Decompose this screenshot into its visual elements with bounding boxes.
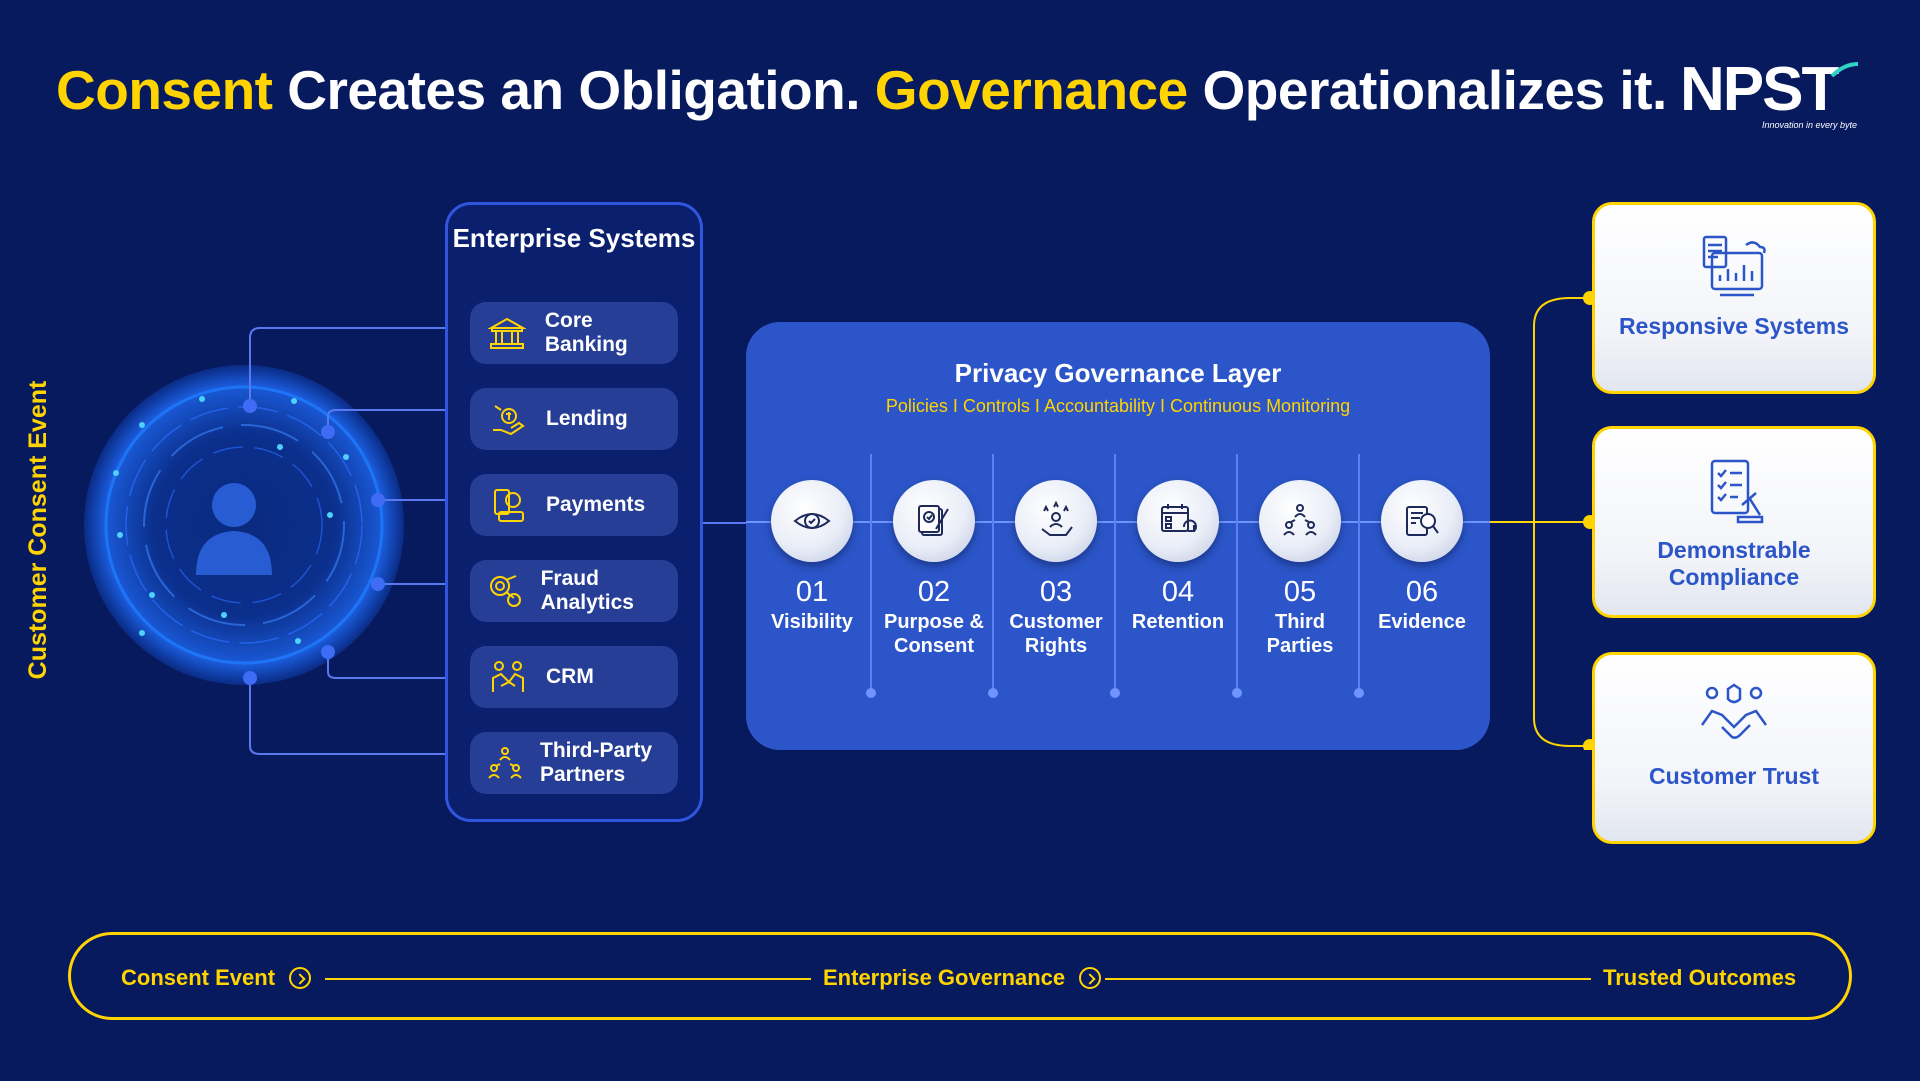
lending-icon bbox=[486, 397, 530, 441]
title-text-1: Creates an Obligation. bbox=[272, 59, 875, 121]
step-number: 01 bbox=[795, 576, 829, 608]
flow-connector bbox=[1105, 978, 1591, 980]
flow-item-enterprise-governance: Enterprise Governance bbox=[823, 965, 1102, 991]
document-sign-icon bbox=[893, 480, 975, 562]
step-divider bbox=[870, 454, 872, 694]
outcome-customer-trust: Customer Trust bbox=[1592, 652, 1876, 844]
step-name: Third Parties bbox=[1266, 611, 1334, 657]
enterprise-item-label: Payments bbox=[546, 493, 646, 516]
step-number: 05 bbox=[1283, 576, 1317, 608]
outcome-label: Responsive Systems bbox=[1618, 313, 1850, 339]
outcome-demonstrable-compliance: Demonstrable Compliance bbox=[1592, 426, 1876, 618]
chevron-right-icon bbox=[1079, 967, 1102, 989]
flow-connector bbox=[325, 978, 811, 980]
step-number: 03 bbox=[1039, 576, 1073, 608]
enterprise-item-label: Third-Party Partners bbox=[540, 739, 653, 786]
privacy-governance-panel: Privacy Governance Layer Policies I Cont… bbox=[746, 322, 1490, 750]
step-name: Purpose & Consent bbox=[883, 611, 985, 657]
enterprise-item-third-party-partners: Third-Party Partners bbox=[470, 732, 678, 794]
payments-icon bbox=[486, 483, 530, 527]
flow-bar: Consent Event Enterprise Governance Trus… bbox=[68, 932, 1852, 1020]
flow-item-consent-event: Consent Event bbox=[121, 965, 312, 991]
page-title: Consent Creates an Obligation. Governanc… bbox=[56, 58, 1667, 122]
logo-tagline: Innovation in every byte bbox=[1762, 120, 1858, 130]
step-number: 02 bbox=[917, 576, 951, 608]
customer-consent-event-label: Customer Consent Event bbox=[24, 380, 52, 680]
partners-icon bbox=[486, 741, 524, 785]
enterprise-item-core-banking: Core Banking bbox=[470, 302, 678, 364]
enterprise-item-label: Lending bbox=[546, 407, 628, 430]
document-search-icon bbox=[1381, 480, 1463, 562]
logo-wordmark: NPST bbox=[1680, 55, 1839, 124]
npst-logo: NPST Innovation in every byte bbox=[1680, 55, 1860, 132]
hand-stars-icon bbox=[1015, 480, 1097, 562]
enterprise-item-label: Core Banking bbox=[544, 309, 628, 356]
enterprise-item-payments: Payments bbox=[470, 474, 678, 536]
person-icon bbox=[196, 483, 272, 575]
governance-subtitle: Policies I Controls I Accountability I C… bbox=[885, 396, 1351, 416]
governance-step-evidence: 06 Evidence bbox=[1362, 480, 1482, 634]
step-number: 04 bbox=[1161, 576, 1195, 608]
enterprise-item-fraud-analytics: Fraud Analytics bbox=[470, 560, 678, 622]
step-name: Visibility bbox=[771, 611, 853, 633]
enterprise-item-crm: CRM bbox=[470, 646, 678, 708]
enterprise-item-lending: Lending bbox=[470, 388, 678, 450]
step-divider bbox=[1358, 454, 1360, 694]
checklist-gavel-icon bbox=[1694, 451, 1774, 531]
title-highlight-governance: Governance bbox=[874, 59, 1188, 121]
enterprise-to-governance-connector bbox=[703, 522, 746, 524]
governance-title: Privacy Governance Layer bbox=[954, 358, 1282, 388]
enterprise-systems-panel: Enterprise Systems Core Banking Lending … bbox=[445, 202, 703, 822]
title-highlight-consent: Consent bbox=[56, 59, 273, 121]
outcome-label: Customer Trust bbox=[1649, 763, 1819, 789]
consent-orb-graphic bbox=[104, 385, 384, 665]
logo-swoosh-icon bbox=[1830, 62, 1859, 78]
divider-dot bbox=[866, 688, 876, 698]
bank-icon bbox=[486, 311, 529, 355]
step-divider bbox=[1114, 454, 1116, 694]
enterprise-systems-title: Enterprise Systems bbox=[452, 223, 696, 253]
step-name: Retention bbox=[1131, 611, 1225, 633]
enterprise-item-label: Fraud Analytics bbox=[540, 567, 634, 614]
governance-step-visibility: 01 Visibility bbox=[752, 480, 872, 634]
divider-dot bbox=[988, 688, 998, 698]
crm-icon bbox=[486, 655, 530, 699]
divider-dot bbox=[1232, 688, 1242, 698]
fraud-analytics-icon bbox=[486, 569, 525, 613]
enterprise-item-label: CRM bbox=[546, 665, 594, 688]
orb-connectors bbox=[243, 327, 445, 755]
step-name: Evidence bbox=[1378, 611, 1466, 633]
outcome-label: Demonstrable Compliance bbox=[1657, 537, 1811, 590]
calendar-refresh-icon bbox=[1137, 480, 1219, 562]
divider-dot bbox=[1354, 688, 1364, 698]
governance-step-third-parties: 05 Third Parties bbox=[1240, 480, 1360, 658]
flow-item-trusted-outcomes: Trusted Outcomes bbox=[1603, 965, 1797, 990]
chevron-right-icon bbox=[289, 967, 312, 989]
governance-step-purpose-consent: 02 Purpose & Consent bbox=[874, 480, 994, 658]
consent-orb bbox=[84, 365, 404, 685]
step-name: Customer Rights bbox=[1009, 611, 1103, 657]
step-number: 06 bbox=[1405, 576, 1439, 608]
governance-timeline bbox=[746, 521, 1490, 523]
network-people-icon bbox=[1259, 480, 1341, 562]
governance-to-outcomes-connector bbox=[1490, 291, 1597, 750]
handshake-icon bbox=[1694, 677, 1774, 757]
governance-step-retention: 04 Retention bbox=[1118, 480, 1238, 634]
title-text-2: Operationalizes it. bbox=[1187, 59, 1667, 121]
step-divider bbox=[992, 454, 994, 694]
eye-icon bbox=[771, 480, 853, 562]
divider-dot bbox=[1110, 688, 1120, 698]
dashboard-icon bbox=[1694, 227, 1774, 307]
step-divider bbox=[1236, 454, 1238, 694]
governance-step-customer-rights: 03 Customer Rights bbox=[996, 480, 1116, 658]
outcome-responsive-systems: Responsive Systems bbox=[1592, 202, 1876, 394]
